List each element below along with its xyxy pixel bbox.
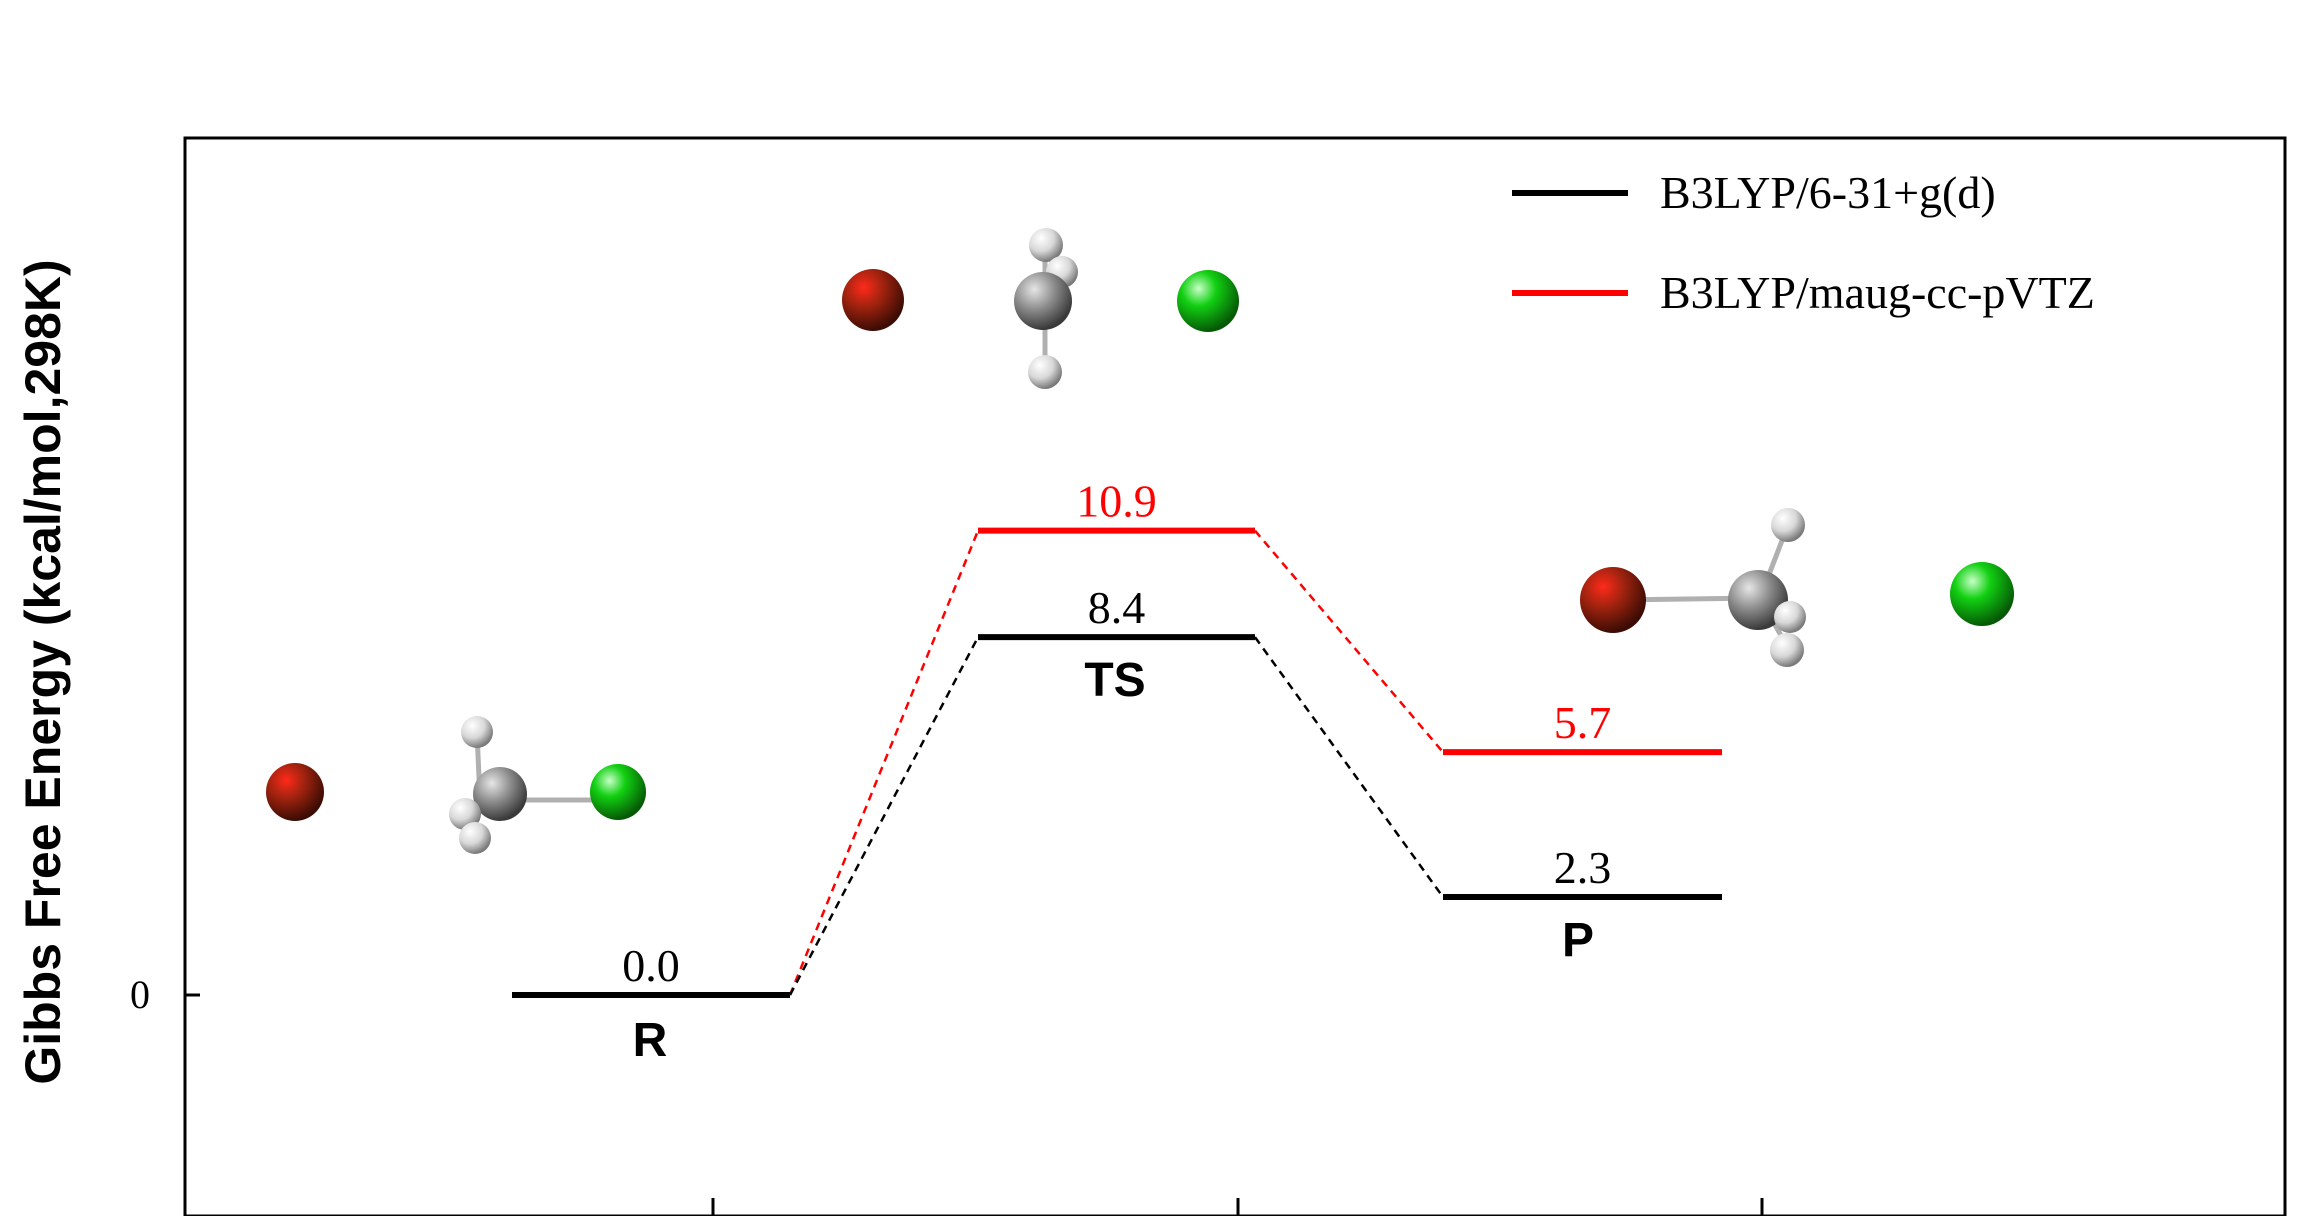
connector-black-0 — [788, 636, 980, 996]
y-tick-label-0: 0 — [130, 972, 150, 1017]
carbon-atom — [1014, 272, 1072, 330]
energy-profile-series: 10.9 5.7 0.0 8.4 2.3 — [512, 476, 1722, 998]
connector-black-1 — [1253, 636, 1445, 898]
value-label-black-r: 0.0 — [622, 940, 680, 991]
point-label-ts: TS — [1084, 654, 1145, 707]
product-molecule — [1580, 508, 2014, 667]
carbon-atom — [1728, 570, 1788, 630]
point-label-r: R — [633, 1014, 668, 1067]
hydrogen-atom — [1771, 508, 1805, 542]
value-label-black-ts: 8.4 — [1088, 582, 1146, 633]
hydrogen-atom — [1770, 633, 1804, 667]
hydrogen-atom — [459, 822, 491, 854]
legend-label-black: B3LYP/6-31+g(d) — [1660, 167, 1996, 218]
hydrogen-atom — [449, 798, 481, 830]
plot-frame — [183, 136, 2287, 1216]
value-label-red-p: 5.7 — [1554, 697, 1612, 748]
carbon-atom — [473, 767, 527, 821]
transition-state-molecule — [842, 228, 1239, 389]
bromine-atom — [842, 269, 904, 331]
chlorine-atom — [1950, 562, 2014, 626]
chlorine-atom — [590, 764, 646, 820]
chlorine-atom — [1177, 270, 1239, 332]
hydrogen-atom — [1028, 355, 1062, 389]
legend-label-red: B3LYP/maug-cc-pVTZ — [1660, 267, 2095, 318]
hydrogen-atom — [1029, 228, 1063, 262]
legend: B3LYP/6-31+g(d) B3LYP/maug-cc-pVTZ — [1512, 167, 2095, 318]
connector-red-1 — [1254, 529, 1444, 753]
y-axis-title: Gibbs Free Energy (kcal/mol,298K) — [15, 259, 71, 1084]
hydrogen-atom — [1774, 601, 1806, 633]
value-label-red-ts: 10.9 — [1076, 476, 1157, 527]
point-label-p: P — [1562, 914, 1594, 967]
hydrogen-atom — [461, 716, 493, 748]
bromine-atom — [1580, 567, 1646, 633]
connector-red-0 — [788, 530, 980, 996]
bromine-atom — [266, 763, 324, 821]
value-label-black-p: 2.3 — [1554, 842, 1612, 893]
reactant-molecule — [266, 716, 646, 854]
